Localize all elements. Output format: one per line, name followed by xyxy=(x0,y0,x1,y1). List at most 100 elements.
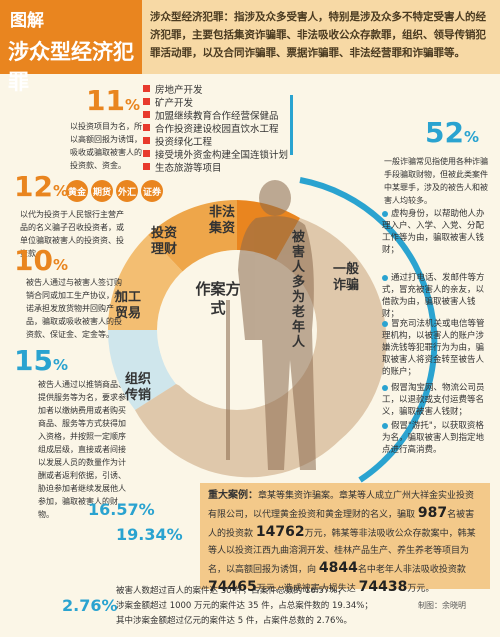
summary-line: 被害人数超过百人的案件达 30 件，占案件总数的 16.57%； xyxy=(116,586,346,596)
stat-16-57: 16.57% xyxy=(88,500,155,519)
bullet-square-icon xyxy=(143,111,150,118)
summary-line: 其中涉案金额超过亿元的案件达 5 件，占案件总数的 2.76%。 xyxy=(116,616,353,626)
fraud-item-text: 冒充司法机关或电信等管理机构，以被害人的账户涉嫌洗钱等犯罪行为为由，骗取被害人将… xyxy=(382,319,485,377)
list-item-text: 矿产开发 xyxy=(155,97,194,109)
bullet-square-icon xyxy=(143,150,150,157)
stat-52-unit: % xyxy=(463,128,479,146)
fraud-item-2: 通过打电话、发邮件等方式，冒充被害人的亲友，以借款为由，骗取被害人钱财； xyxy=(382,272,490,320)
title-box: 图解 涉众型经济犯罪 xyxy=(0,0,142,94)
stat-15-unit: % xyxy=(52,356,68,374)
tag-securities: 证券 xyxy=(141,180,163,202)
bullet-square-icon xyxy=(143,124,150,131)
stat-12-unit: % xyxy=(52,182,68,200)
case-number: 987 xyxy=(417,505,448,521)
major-case-box: 重大案例：章某等集资诈骗案。章某等人成立广州大祥金实业投资有限公司，以代理黄金投… xyxy=(200,483,490,595)
segment-label-investment: 投资理财 xyxy=(150,226,177,257)
title-small: 图解 xyxy=(10,11,44,31)
segment-label-pyramid-selling: 组织传销 xyxy=(124,372,151,403)
stat-52-value: 52 xyxy=(425,116,464,149)
case-number: 74438 xyxy=(358,579,408,595)
stat-15-percent: 15% xyxy=(14,344,68,377)
fraud-item-1: 虚构身份，以帮助他人办理入户、入学、入党、分配工作等为由，骗取被害人钱财； xyxy=(382,208,490,256)
stat-11-unit: % xyxy=(124,96,140,114)
bullet-square-icon xyxy=(143,98,150,105)
list-item: 生态旅游等项目 xyxy=(143,160,293,174)
blue-arc xyxy=(299,177,438,483)
list-item: 接受境外资金构建全国连锁计划 xyxy=(143,147,293,161)
summary-line: 涉案金额超过 1000 万元的案件达 35 件，占总案件数的 19.34%； xyxy=(116,601,373,611)
list-item-text: 合作投资建设校园直饮水工程 xyxy=(155,123,279,135)
tag-forex: 外汇 xyxy=(116,180,138,202)
tick-marker xyxy=(290,95,293,155)
segment-processing-trade xyxy=(107,235,183,330)
stat-11-note: 以投资项目为名，所以高额回报为诱饵，吸收或骗取被害人的投资款、资金。 xyxy=(70,122,142,170)
bullet-dot-icon xyxy=(382,422,388,429)
header-banner: 图解 涉众型经济犯罪 涉众型经济犯罪：指涉及众多受害人，特别是涉及众多不特定受害… xyxy=(0,0,500,94)
stat-52-percent: 52% xyxy=(425,116,479,149)
bullet-dot-icon xyxy=(382,384,388,391)
segment-pyramid-selling xyxy=(107,330,176,410)
case-text: 章某等集资诈骗案。章某等人成立广州大祥金实业投资有限公司，以代理黄金投资和黄金理… xyxy=(208,491,475,520)
stat-12-percent: 12% xyxy=(14,170,68,203)
list-item-text: 接受境外资金构建全国连锁计划 xyxy=(155,149,289,161)
case-text: 万元，造成被害人损失达 xyxy=(256,584,356,594)
list-item-text: 生态旅游等项目 xyxy=(155,162,222,174)
investment-tags: 黄金 期货 外汇 证券 xyxy=(66,180,163,202)
segment-general-fraud xyxy=(135,218,387,478)
tag-futures: 期货 xyxy=(91,180,113,202)
fraud-item-text: 虚构身份，以帮助他人办理入户、入学、入党、分配工作等为由，骗取被害人钱财； xyxy=(382,209,485,255)
list-item: 投资绿化工程 xyxy=(143,134,293,148)
list-item: 加盟继续教育合作经营保健品 xyxy=(143,108,293,122)
fraud-item-3: 冒充司法机关或电信等管理机构，以被害人的账户涉嫌洗钱等犯罪行为为由，骗取被害人将… xyxy=(382,318,490,378)
case-text: 名被害人的投资款 xyxy=(208,510,475,539)
list-item-text: 加盟继续教育合作经营保健品 xyxy=(155,110,279,122)
case-text: 万元，韩某等非法吸收公众存款案中，韩某等人以投资江西九曲溶洞开发、桂林产品生产、… xyxy=(208,529,476,575)
fraud-item-4: 假冒淘宝网、物流公司员工，以退款或支付运费等名义，骗取被害人钱财； xyxy=(382,382,490,418)
segment-label-illegal-fundraising: 非法集资 xyxy=(208,205,235,236)
definition-text: 涉众型经济犯罪：指涉及众多受害人，特别是涉及众多不特定受害人的经济犯罪，主要包括… xyxy=(150,11,486,59)
case-number: 4844 xyxy=(318,560,358,576)
bottom-summary: 被害人数超过百人的案件达 30 件，占案件总数的 16.57%； 涉案金额超过 … xyxy=(116,584,491,629)
bullet-dot-icon xyxy=(382,274,388,281)
case-text: 万元。 xyxy=(407,584,435,594)
page-title: 涉众型经济犯罪 xyxy=(8,40,134,94)
stat-10-note: 被告人通过与被害人签订购销合同或加工生产协议，承诺承担发放货物并回购产品，骗取或… xyxy=(26,278,122,339)
stat-15-value: 15 xyxy=(14,344,53,377)
case-title: 重大案例： xyxy=(208,490,258,501)
stat-10-value: 10 xyxy=(14,244,53,277)
segment-label-processing-trade: 加工贸易 xyxy=(114,290,141,321)
case-text: 名中老年人非法吸收投资款 xyxy=(357,565,466,575)
segment-label-general-fraud: 一般诈骗 xyxy=(332,262,359,293)
stat-11-value: 11 xyxy=(86,84,125,117)
fraud-item-text: 假冒淘宝网、物流公司员工，以退款或支付运费等名义，骗取被害人钱财； xyxy=(382,383,485,417)
elderly-figure-icon xyxy=(226,180,316,470)
list-item: 合作投资建设校园直饮水工程 xyxy=(143,121,293,135)
bullet-dot-icon xyxy=(382,210,388,217)
bullet-dot-icon xyxy=(382,320,388,327)
stat-12-note: 以代为投资于人民银行主营产品的名义骗子召收投资者，或单位骗取被害人的投资资、投资… xyxy=(20,210,124,258)
stat-11-percent: 11% xyxy=(86,84,140,117)
stat-52-note: 一般诈骗常见指使用各种诈骗手段骗取财物，但被此类案件中某罪手，涉及的被告人和被害… xyxy=(384,157,488,205)
list-item-text: 投资绿化工程 xyxy=(155,136,213,148)
credit-text: 制图：余晓明 xyxy=(418,601,466,610)
bullet-square-icon xyxy=(143,85,150,92)
fraud-item-text: 通过打电话、发邮件等方式，冒充被害人的亲友，以借款为由，骗取被害人钱财； xyxy=(382,273,485,319)
fraud-item-5: 假冒"游托"，以获取资格为名，骗取被害人到指定地点进行高消费。 xyxy=(382,420,490,456)
stat-10-percent: 10% xyxy=(14,244,68,277)
bullet-square-icon xyxy=(143,163,150,170)
project-list: 房地产开发 矿产开发 加盟继续教育合作经营保健品 合作投资建设校园直饮水工程 投… xyxy=(143,82,293,174)
stat-15-note: 被告人通过以推销商品、提供服务等为名，要求参加者以缴纳费用或者购买商品、服务等方… xyxy=(38,380,126,519)
case-number: 14762 xyxy=(255,524,305,540)
segment-investment xyxy=(148,199,237,272)
wheel-center-label: 作案方式 xyxy=(195,280,241,317)
tag-gold: 黄金 xyxy=(66,180,88,202)
fraud-item-text: 假冒"游托"，以获取资格为名，骗取被害人到指定地点进行高消费。 xyxy=(382,421,485,455)
victim-age-label: 被害人多为老年人 xyxy=(292,230,306,350)
bullet-square-icon xyxy=(143,137,150,144)
case-number: 74465 xyxy=(208,579,257,595)
list-item: 房地产开发 xyxy=(143,82,293,96)
stat-10-unit: % xyxy=(52,256,68,274)
stat-2-76: 2.76% xyxy=(62,596,118,615)
stat-12-value: 12 xyxy=(14,170,53,203)
